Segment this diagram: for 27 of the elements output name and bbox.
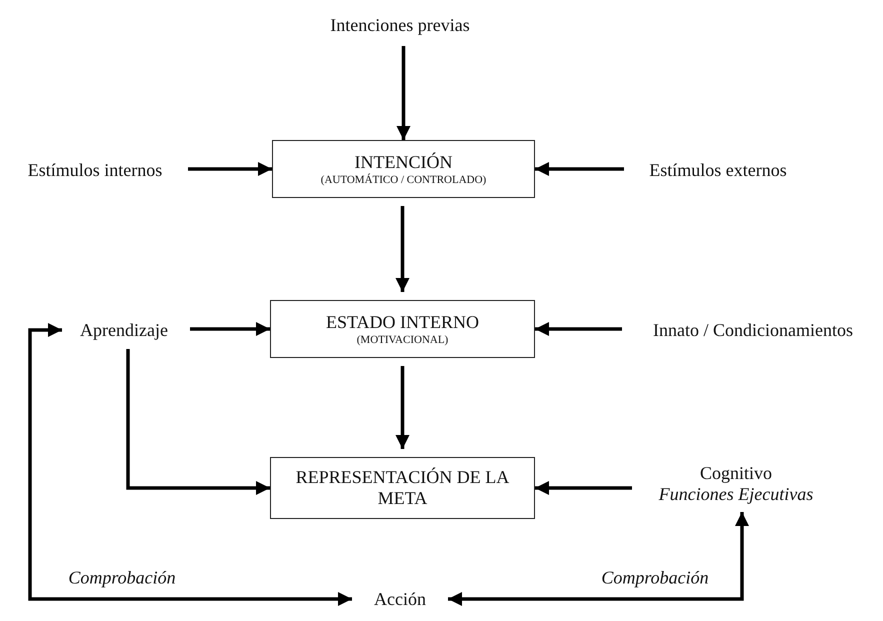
node-label: Acción: [374, 588, 426, 610]
node-label: Aprendizaje: [80, 320, 168, 340]
arrow: [535, 162, 624, 176]
node-label: Funciones Ejecutivas: [658, 484, 814, 505]
node-label: Estímulos internos: [28, 160, 162, 180]
process-box: [270, 457, 535, 519]
box-subtitle: (MOTIVACIONAL): [356, 332, 448, 346]
arrow: [535, 322, 622, 336]
arrow: [126, 349, 270, 495]
arrow: [396, 46, 410, 140]
arrow: [190, 322, 270, 336]
arrow: [535, 481, 632, 495]
box-title: REPRESENTACIÓN DE LA META: [294, 467, 510, 509]
arrow: [396, 206, 410, 292]
node-label: Intenciones previas: [330, 14, 470, 36]
box-subtitle: (AUTOMÁTICO / CONTROLADO): [320, 172, 486, 186]
box-title: INTENCIÓN: [354, 152, 452, 172]
node-label: Innato / Condicionamientos: [653, 320, 853, 340]
process-box: [272, 140, 535, 198]
node-label: Cognitivo: [700, 463, 772, 484]
node-label: Estímulos externos: [649, 160, 787, 180]
box-title: ESTADO INTERNO: [326, 312, 480, 332]
arrow: [396, 366, 410, 449]
arrow: [448, 512, 749, 606]
arrow: [28, 323, 352, 606]
arrow: [188, 162, 272, 176]
process-box: [270, 300, 535, 358]
